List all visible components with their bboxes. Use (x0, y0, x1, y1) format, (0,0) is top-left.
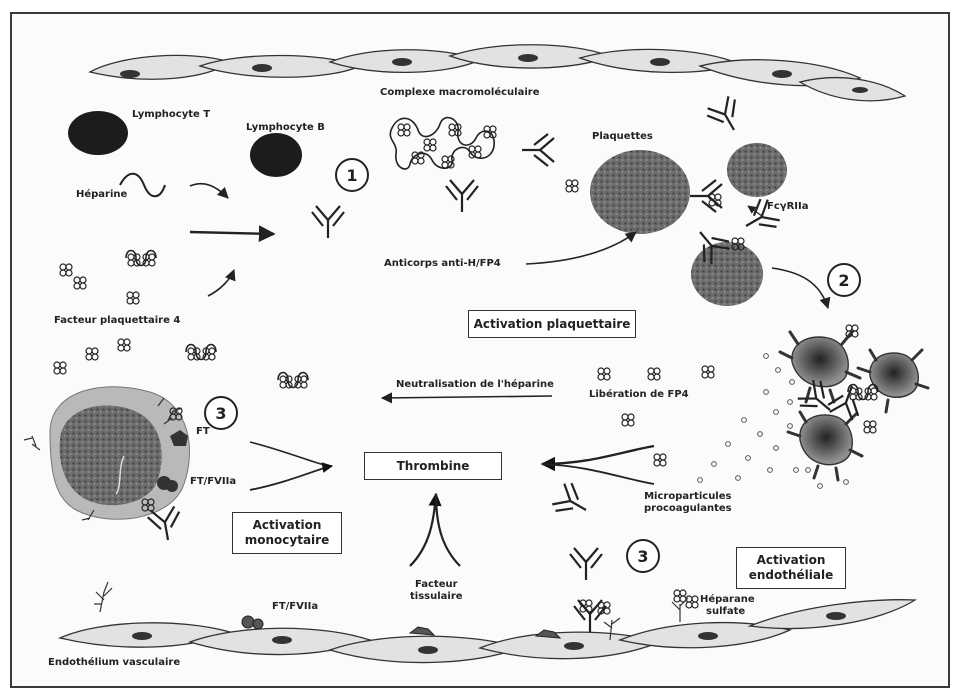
label-plaquettes: Plaquettes (592, 131, 653, 143)
label-heparane-line2: sulfate (700, 606, 755, 618)
label-facteur-tissulaire-line1: Facteur (410, 579, 463, 591)
label-neutralisation: Neutralisation de l'héparine (396, 379, 554, 391)
antibodies-bottom (550, 480, 610, 632)
fp4-released (598, 366, 714, 466)
box-activation-plaquettaire: Activation plaquettaire (468, 310, 636, 338)
step-1-circle: 1 (335, 158, 369, 192)
step-3-bottom-circle: 3 (626, 539, 660, 573)
box-activation-monocytaire-line2: monocytaire (245, 533, 329, 548)
label-microparticules-line2: procoagulantes (644, 503, 732, 515)
lymphocyte-b-cell (250, 133, 302, 177)
antibody-b-cell (312, 206, 344, 238)
label-complexe: Complexe macromoléculaire (380, 87, 539, 99)
label-fp4: Facteur plaquettaire 4 (54, 315, 180, 327)
label-facteur-tissulaire: Facteur tissulaire (410, 579, 463, 603)
lymphocyte-t-cell (68, 111, 128, 155)
label-heparane: Héparane sulfate (700, 594, 755, 618)
label-microparticules-line1: Microparticules (644, 491, 732, 503)
heparan-fp4 (674, 590, 698, 608)
bottom-endothelium (60, 600, 915, 663)
box-activation-monocytaire: Activation monocytaire (232, 512, 342, 554)
box-activation-endotheliale-line1: Activation (757, 553, 826, 568)
label-lymphocyte-t: Lymphocyte T (132, 109, 210, 121)
activated-platelets (698, 325, 928, 488)
platelets (566, 94, 787, 306)
box-thrombine: Thrombine (364, 452, 502, 480)
label-endothelium: Endothélium vasculaire (48, 657, 180, 669)
step-2-circle: 2 (827, 263, 861, 297)
step-3-left-circle: 3 (204, 396, 238, 430)
box-activation-monocytaire-line1: Activation (253, 518, 322, 533)
label-microparticules: Microparticules procoagulantes (644, 491, 732, 515)
label-liberation: Libération de FP4 (589, 389, 689, 401)
box-activation-endotheliale-line2: endothéliale (749, 568, 834, 583)
monocyte (24, 387, 190, 543)
label-anticorps: Anticorps anti-H/FP4 (384, 258, 501, 270)
label-ft: FT (196, 426, 210, 438)
label-ft-fviia: FT/FVIIa (190, 476, 236, 488)
label-facteur-tissulaire-line2: tissulaire (410, 591, 463, 603)
label-fcgriia: FcγRIIa (767, 201, 808, 213)
macromolecular-complex (390, 118, 554, 212)
label-heparine: Héparine (76, 189, 127, 201)
label-lymphocyte-b: Lymphocyte B (246, 122, 325, 134)
label-ft-fviia-bottom: FT/FVIIa (272, 601, 318, 613)
box-activation-endotheliale: Activation endothéliale (736, 547, 846, 589)
label-heparane-line1: Héparane (700, 594, 755, 606)
